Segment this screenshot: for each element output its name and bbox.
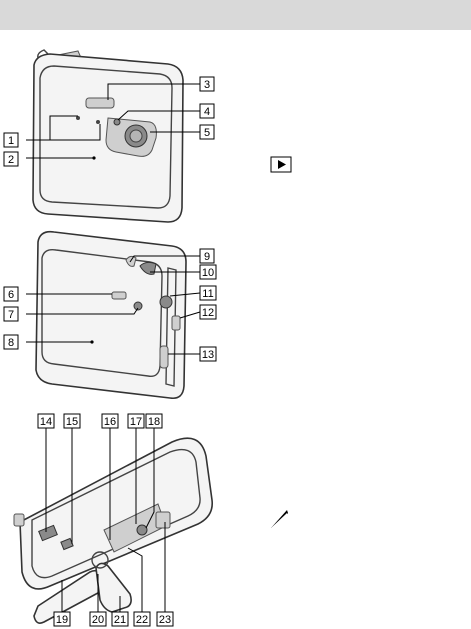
svg-text:8: 8 <box>8 337 14 349</box>
callout-4: 4 <box>200 104 214 118</box>
svg-text:12: 12 <box>202 307 214 319</box>
svg-text:9: 9 <box>204 251 210 263</box>
svg-text:5: 5 <box>204 127 210 139</box>
callout-21: 21 <box>112 612 128 626</box>
svg-text:3: 3 <box>204 79 210 91</box>
svg-text:2: 2 <box>8 154 14 166</box>
svg-text:14: 14 <box>40 416 52 428</box>
svg-text:17: 17 <box>130 416 142 428</box>
svg-text:21: 21 <box>114 614 126 626</box>
callout-13: 13 <box>200 347 216 361</box>
svg-text:4: 4 <box>204 106 210 118</box>
callout-17: 17 <box>128 414 144 428</box>
callout-2: 2 <box>4 152 18 166</box>
svg-text:11: 11 <box>202 288 213 300</box>
callout-15: 15 <box>64 414 80 428</box>
camera-bottom-view <box>14 438 212 623</box>
callout-22: 22 <box>134 612 150 626</box>
callout-1: 1 <box>4 133 18 147</box>
svg-text:18: 18 <box>148 416 160 428</box>
callout-14: 14 <box>38 414 54 428</box>
callout-10: 10 <box>200 265 216 279</box>
svg-text:20: 20 <box>92 614 104 626</box>
callout-11: 11 <box>200 286 216 300</box>
triangle-mark-icon <box>271 510 288 528</box>
callout-19: 19 <box>54 612 70 626</box>
callout-9: 9 <box>200 249 214 263</box>
callout-5: 5 <box>200 125 214 139</box>
callout-16: 16 <box>102 414 118 428</box>
svg-text:6: 6 <box>8 289 14 301</box>
svg-text:7: 7 <box>8 309 14 321</box>
camera-back-view <box>36 232 186 399</box>
svg-text:19: 19 <box>56 614 68 626</box>
callout-3: 3 <box>200 77 214 91</box>
callout-18: 18 <box>146 414 162 428</box>
callout-7: 7 <box>4 307 18 321</box>
svg-text:1: 1 <box>8 135 14 147</box>
callout-8: 8 <box>4 335 18 349</box>
camera-front-view <box>33 50 183 222</box>
callout-6: 6 <box>4 287 18 301</box>
svg-text:10: 10 <box>202 267 214 279</box>
svg-text:23: 23 <box>159 614 171 626</box>
callout-20: 20 <box>90 612 106 626</box>
callout-12: 12 <box>200 305 216 319</box>
svg-text:22: 22 <box>136 614 148 626</box>
callout-23: 23 <box>157 612 173 626</box>
playback-icon <box>271 157 291 172</box>
svg-text:16: 16 <box>104 416 116 428</box>
svg-text:13: 13 <box>202 349 214 361</box>
svg-text:15: 15 <box>66 416 78 428</box>
